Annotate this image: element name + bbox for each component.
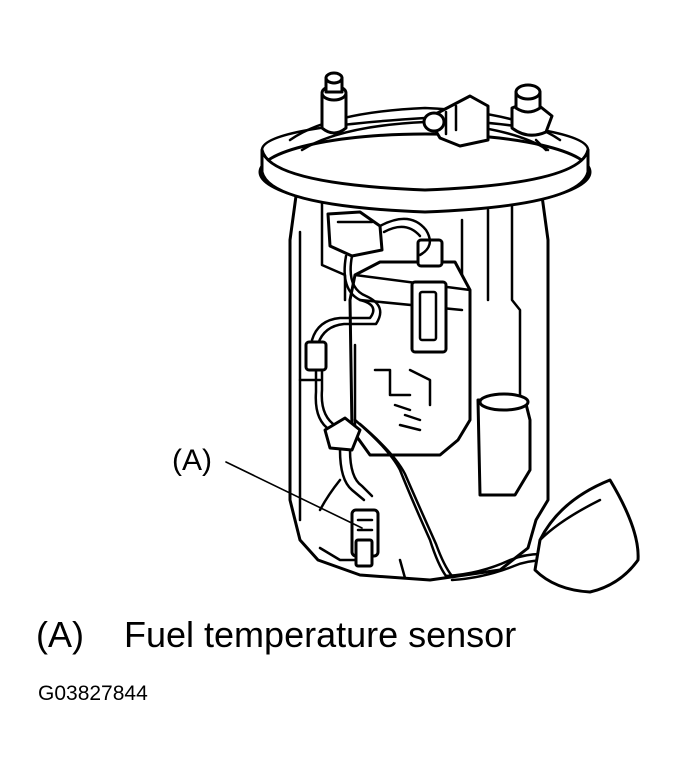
central-housing [348, 260, 472, 457]
legend-key: (A) [36, 614, 84, 655]
outlet-pipes [320, 71, 554, 152]
float [533, 478, 640, 594]
legend: (A) Fuel temperature sensor [36, 617, 516, 653]
top-flange [258, 106, 592, 214]
pump-cylinder [476, 392, 532, 497]
level-sender-arm [323, 416, 577, 582]
wiring-connector [326, 210, 444, 268]
figure-id: G03827844 [38, 682, 148, 705]
wire-harness [304, 217, 432, 432]
callout-label-a: (A) [172, 444, 212, 477]
wire-clip [304, 340, 328, 372]
fuel-pump-assembly-diagram [225, 71, 640, 594]
callout-leader-line [225, 461, 363, 529]
legend-text: Fuel temperature sensor [124, 614, 517, 655]
